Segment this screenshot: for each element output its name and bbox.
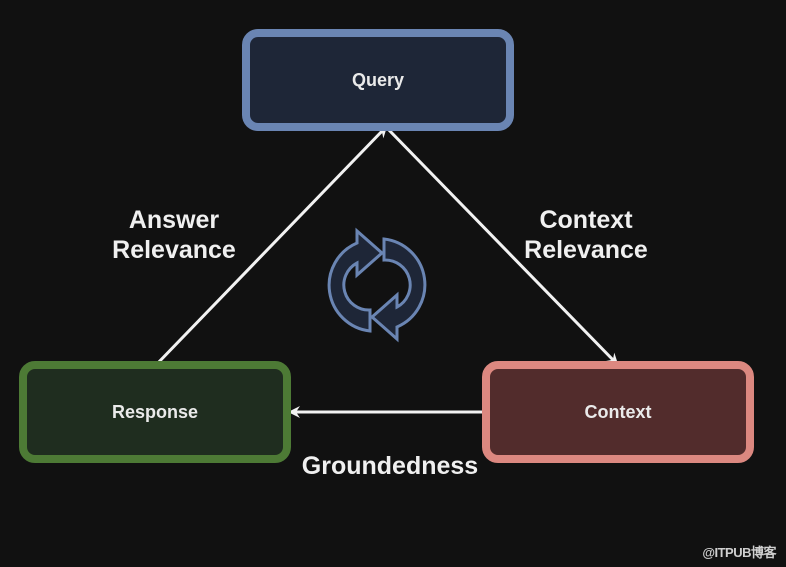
cycle-arrow-left [327, 227, 385, 333]
context-relevance-label: Context Relevance [496, 205, 676, 265]
answer-relevance-line-1: Answer [128, 206, 220, 234]
answer-relevance-label: Answer Relevance [84, 205, 264, 265]
query-node: Query [242, 29, 514, 131]
groundedness-line-1: Groundedness [301, 452, 479, 480]
cycle-arrow-right [369, 237, 427, 343]
response-node-label: Response [111, 401, 199, 422]
edge-answer-relevance [153, 125, 388, 368]
cycle-arrows-icon [327, 227, 427, 343]
watermark: @ITPUB博客 [702, 545, 776, 560]
edge-context-relevance [384, 125, 619, 366]
query-node-label: Query [351, 69, 405, 90]
context-relevance-line-2: Relevance [524, 236, 648, 264]
groundedness-label: Groundedness [280, 451, 500, 481]
context-relevance-line-1: Context [539, 206, 633, 234]
context-node: Context [482, 361, 754, 463]
response-node: Response [19, 361, 291, 463]
answer-relevance-line-2: Relevance [112, 236, 236, 264]
context-node-label: Context [584, 401, 652, 422]
